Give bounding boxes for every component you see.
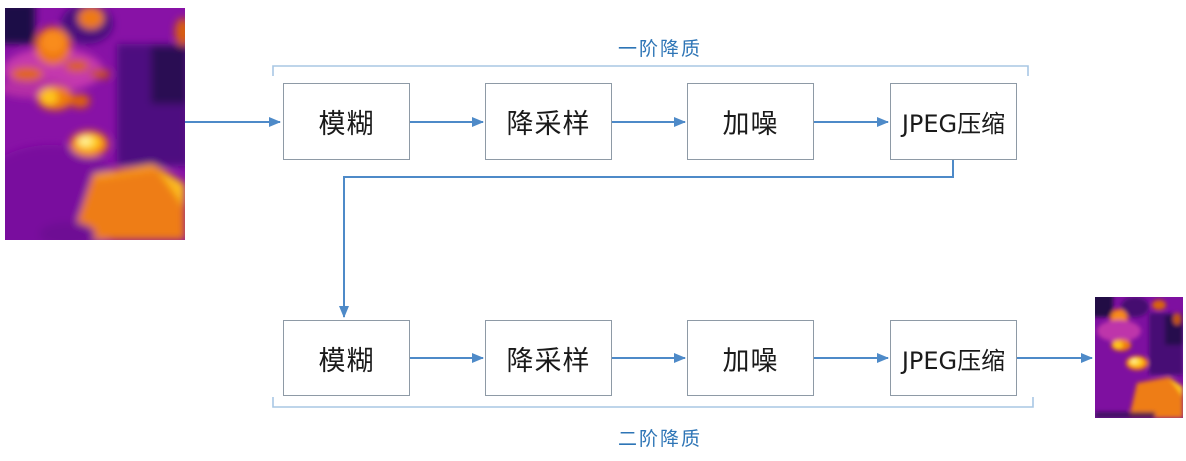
output-thermal-image <box>1095 297 1183 418</box>
second-order-bracket <box>272 397 1034 408</box>
stage-box-jpeg-2: JPEG压缩 <box>890 320 1017 396</box>
first-order-bracket <box>272 65 1029 76</box>
stage-box-blur-2: 模糊 <box>283 320 410 396</box>
stage-box-jpeg-1: JPEG压缩 <box>890 83 1017 160</box>
first-order-label: 一阶降质 <box>617 38 702 60</box>
input-thermal-image <box>5 8 185 240</box>
stage-box-blur-1: 模糊 <box>283 83 410 160</box>
arrow-jpeg1-to-blur2-feedback <box>339 160 954 318</box>
stage-box-downsample-2: 降采样 <box>485 320 612 396</box>
second-order-label: 二阶降质 <box>617 428 702 450</box>
stage-box-downsample-1: 降采样 <box>485 83 612 160</box>
stage-box-noise-1: 加噪 <box>687 83 814 160</box>
stage-box-noise-2: 加噪 <box>687 320 814 396</box>
